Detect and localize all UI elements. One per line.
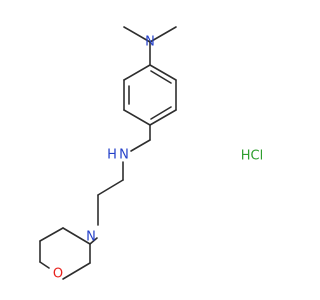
morpholine-bond-1: [89, 237, 98, 245]
morpholine-bond-6: [62, 262, 91, 280]
bond-ch2-nh: [130, 139, 151, 152]
n-morpholine-label: N: [86, 230, 96, 245]
ring-bond-3: [149, 109, 177, 126]
morpholine-bond-3: [39, 227, 64, 242]
ring-double-bond-1: [150, 70, 172, 84]
morpholine-bond-5: [39, 261, 50, 269]
o-morpholine-label: O: [53, 267, 63, 282]
bond-methyl-right: [149, 26, 177, 43]
nh-nitrogen-label: N: [119, 148, 129, 163]
ring-double-bond-2: [150, 106, 172, 120]
morpholine-bond-2: [62, 227, 91, 245]
bond-layer: [39, 26, 177, 280]
bond-c1-c2: [97, 179, 124, 196]
bond-methyl-left: [123, 26, 151, 43]
n-dimethyl-label: N: [145, 35, 155, 50]
ring-bond-6: [123, 64, 151, 81]
structure-canvas: N N H N O HCl: [39, 26, 264, 282]
hcl-salt-label: HCl: [241, 149, 263, 164]
nh-hydrogen-label: H: [107, 148, 117, 163]
ring-bond-1: [149, 64, 177, 81]
ring-bond-4: [123, 109, 151, 126]
molecule-drawing: N N H N O HCl: [39, 26, 263, 282]
